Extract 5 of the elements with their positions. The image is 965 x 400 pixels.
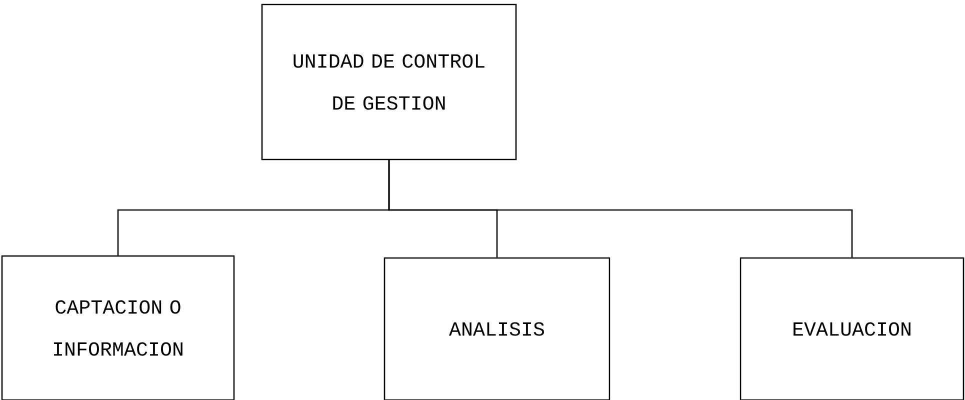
org-box: UNIDAD DE CONTROL DE GESTION [261,4,517,160]
connector-line [388,160,853,258]
org-box: CAPTACION O INFORMACION [1,255,235,400]
org-box: EVALUACION [740,257,964,400]
org-box: ANALISIS [384,257,610,400]
